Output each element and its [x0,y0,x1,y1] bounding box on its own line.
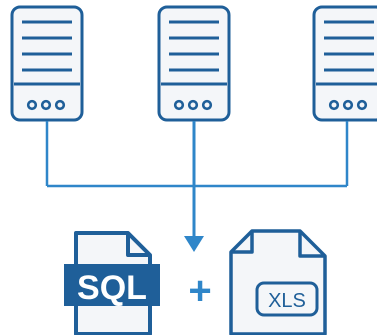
indicator-dot [187,99,199,111]
indicator-dot [328,99,340,111]
indicator-dot [342,99,354,111]
plus-sign: + [188,269,211,313]
indicator-dot [356,99,368,111]
sql-label: SQL [77,269,147,307]
indicator-dot [26,99,38,111]
indicator-dot [173,99,185,111]
server-icon [157,5,231,122]
server-icon [312,5,377,122]
arrow-down-icon [184,236,204,252]
indicator-dot [201,99,213,111]
xls-label: XLS [268,290,306,312]
indicator-dot [54,99,66,111]
indicator-dot [40,99,52,111]
xls-file-icon: XLS [229,229,327,335]
server-icon [10,5,84,122]
connector-lines [45,121,349,238]
sql-file-icon: SQL [64,231,160,335]
